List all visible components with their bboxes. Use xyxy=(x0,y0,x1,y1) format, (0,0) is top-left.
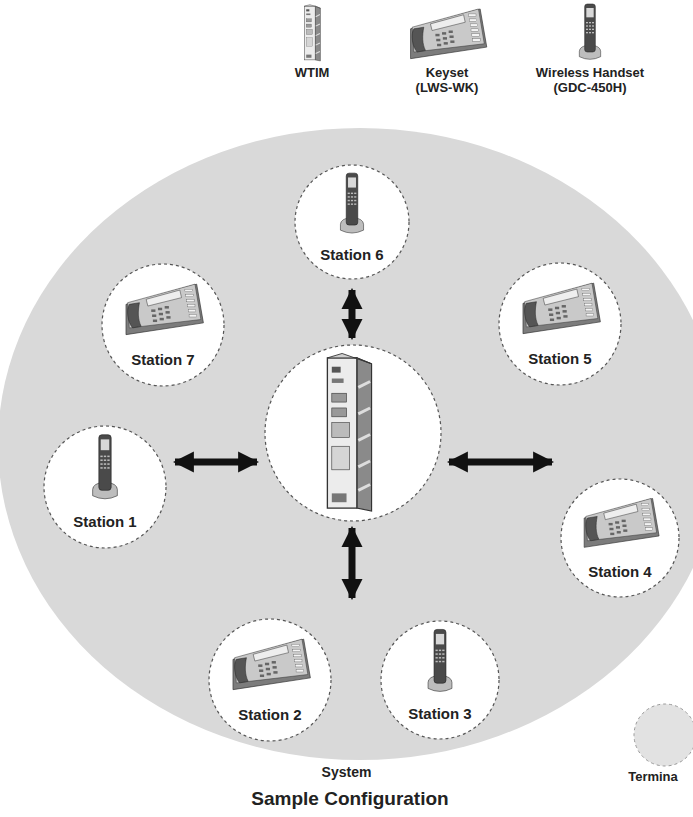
station-circle: Station 4 xyxy=(560,478,680,598)
system-region: SystemStation 6Station 7Station 5Station… xyxy=(0,128,693,760)
station-circle xyxy=(499,263,621,385)
station-circle xyxy=(102,264,224,386)
station-circle xyxy=(498,262,622,386)
keyset-icon xyxy=(411,9,487,59)
link-arrow xyxy=(449,459,552,466)
link-arrow xyxy=(349,528,356,598)
terminal-circle xyxy=(634,704,693,766)
link-arrow xyxy=(175,459,257,466)
caption: Sample Configuration xyxy=(150,788,550,810)
device-label: WTIM xyxy=(282,66,342,81)
station-label: Station 7 xyxy=(101,351,225,368)
station-circle: Station 1 xyxy=(43,425,167,549)
wtim-icon xyxy=(305,5,321,61)
station-circle: Station 7 xyxy=(101,263,225,387)
handset-icon xyxy=(428,629,452,691)
station-circle xyxy=(208,618,332,742)
device-label: Keyset (LWS-WK) xyxy=(411,66,483,96)
station-circle xyxy=(44,426,166,548)
station-circle xyxy=(295,165,409,279)
station-label: Station 5 xyxy=(498,350,622,367)
terminal-circle: Termina xyxy=(633,703,693,767)
terminal-circle xyxy=(633,703,693,767)
station-circle xyxy=(209,619,331,741)
station-label: Station 6 xyxy=(294,246,410,263)
device-label: WTIM xyxy=(282,66,342,81)
station-label: Station 1 xyxy=(43,513,167,530)
system-label: System xyxy=(0,764,693,780)
keyset-icon xyxy=(584,498,659,547)
device-label: Wireless Handset (GDC-450H) xyxy=(526,66,654,96)
keyset-icon xyxy=(233,639,310,689)
keyset-icon xyxy=(126,284,203,334)
station-circle xyxy=(101,263,225,387)
wtim-unit xyxy=(327,353,371,511)
link-arrow xyxy=(349,290,356,338)
station-circle: Station 5 xyxy=(498,262,622,386)
station-circle: Station 6 xyxy=(294,164,410,280)
station-circle xyxy=(43,425,167,549)
handset-icon xyxy=(93,435,118,499)
device-label: Wireless Handset (GDC-450H) xyxy=(526,66,654,96)
handset-icon xyxy=(340,173,363,233)
station-circle: Station 2 xyxy=(208,618,332,742)
station-label: Station 3 xyxy=(380,705,500,722)
station-circle: Station 3 xyxy=(380,620,500,740)
system-ellipse xyxy=(0,128,693,760)
terminal-label: Termina xyxy=(621,770,685,785)
handset-icon xyxy=(579,4,600,59)
station-label: Station 4 xyxy=(560,563,680,580)
caption: Sample Configuration xyxy=(150,788,550,810)
wtim-circle xyxy=(265,345,441,521)
device-label: Keyset (LWS-WK) xyxy=(411,66,483,96)
keyset-icon xyxy=(523,283,600,333)
station-label: Station 2 xyxy=(208,706,332,723)
station-circle xyxy=(381,621,499,739)
station-circle xyxy=(561,479,679,597)
